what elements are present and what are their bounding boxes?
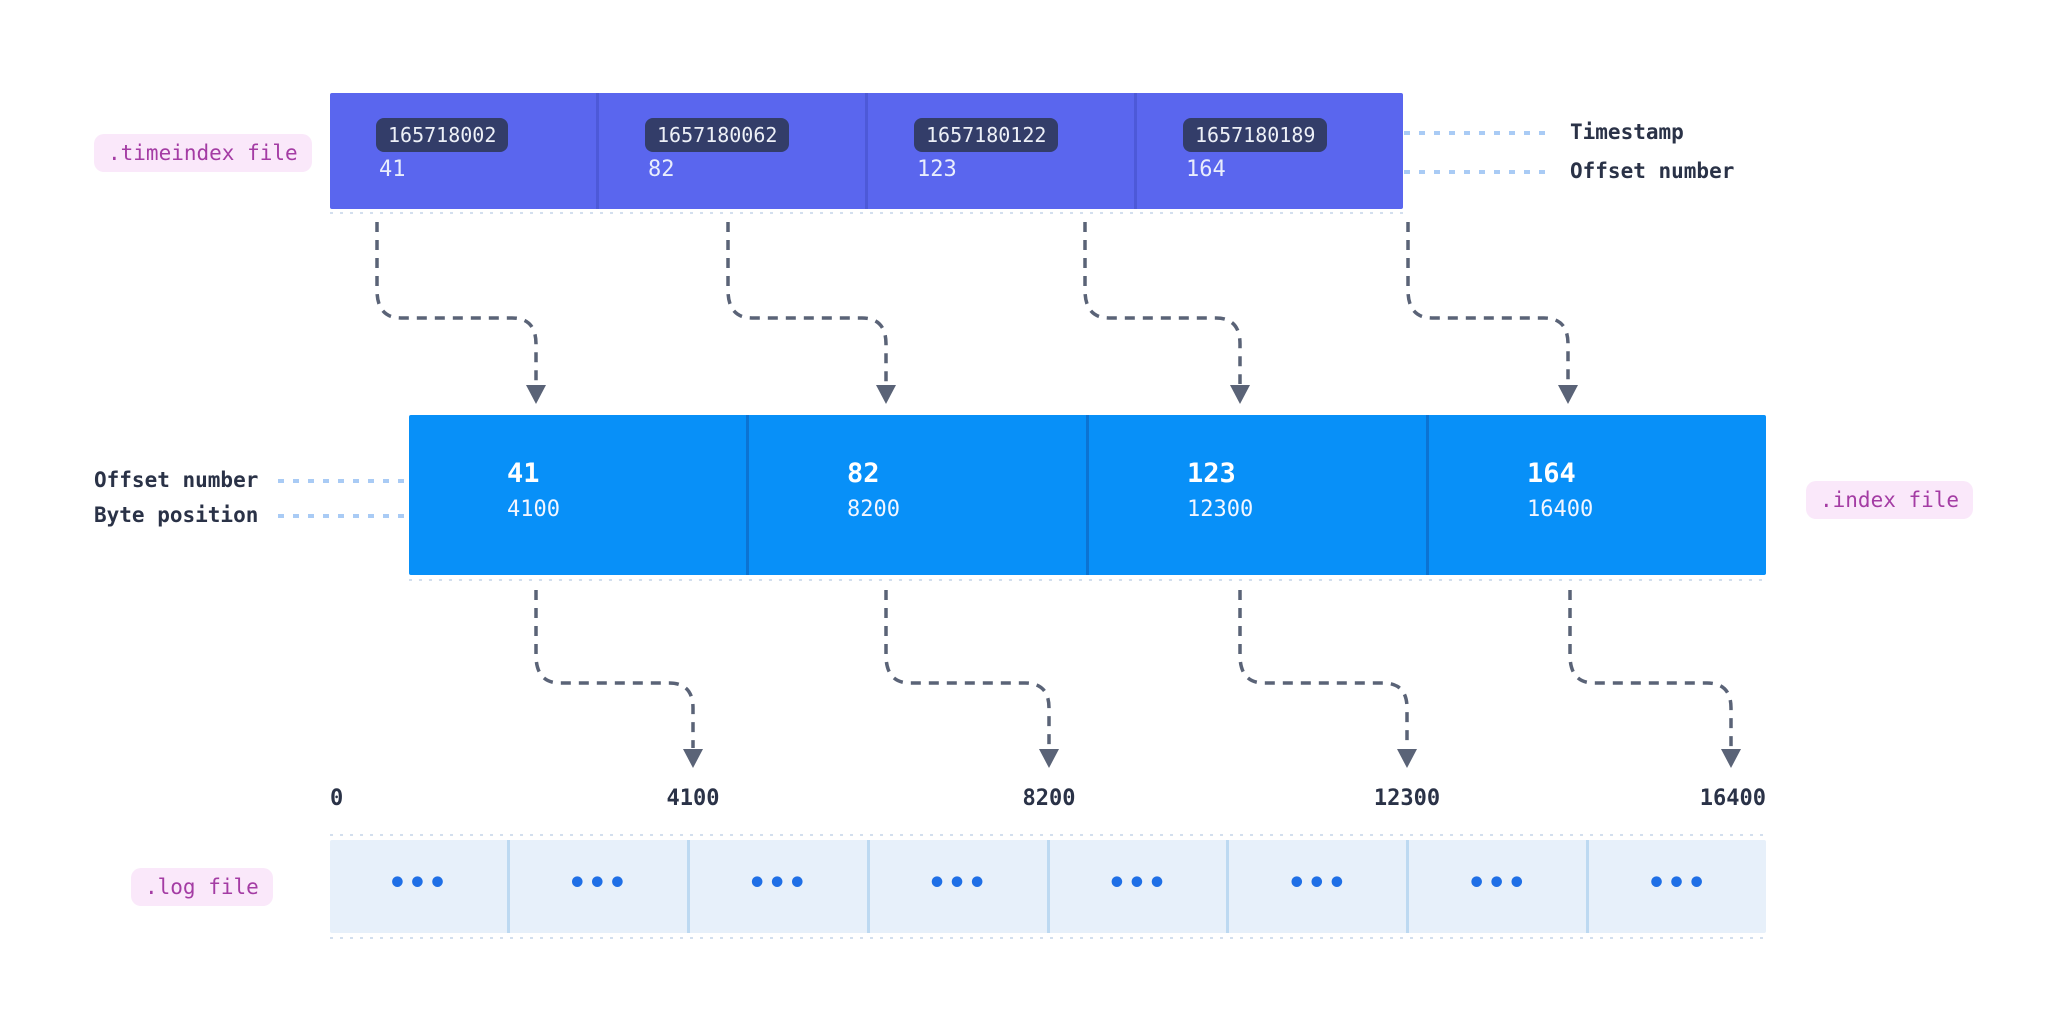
flow-connector-index-4 <box>1568 590 1741 768</box>
log-segment: ••• <box>510 840 690 933</box>
index-segment: 82 8200 <box>749 415 1089 575</box>
byte-position-value: 8200 <box>847 497 900 522</box>
flow-connector-index-2 <box>884 590 1059 768</box>
flow-connector-timeindex-3 <box>1083 222 1250 404</box>
ellipsis-dots-icon: ••• <box>388 865 449 901</box>
log-segment: ••• <box>1409 840 1590 933</box>
index-segment: 164 16400 <box>1429 415 1766 575</box>
flow-connector-index-3 <box>1238 590 1417 768</box>
offset-number-value: 123 <box>1187 458 1236 489</box>
offset-number-value: 41 <box>507 458 540 489</box>
byte-position-annotation: Byte position <box>94 503 259 527</box>
timeindex-segment: 1657180122 123 <box>868 93 1137 209</box>
byte-marker: 0 <box>330 786 344 811</box>
index-file-label: .index file <box>1806 481 1974 519</box>
ellipsis-dots-icon: ••• <box>927 865 989 901</box>
offset-number-value: 41 <box>379 157 406 182</box>
ellipsis-dots-icon: ••• <box>1467 865 1528 901</box>
log-segment: ••• <box>330 840 510 933</box>
timeindex-file-label: .timeindex file <box>94 134 312 172</box>
log-file-label: .log file <box>131 868 273 906</box>
timeindex-segment: 165718002 41 <box>330 93 599 209</box>
index-file-bar: 41 4100 82 8200 123 12300 164 16400 <box>409 415 1766 575</box>
byte-marker: 12300 <box>1373 786 1441 811</box>
ellipsis-dots-icon: ••• <box>568 865 629 901</box>
timestamp-badge: 165718002 <box>376 118 509 152</box>
offset-number-value: 123 <box>917 157 957 182</box>
arrow-down-icon <box>1721 749 1741 768</box>
arrow-down-icon <box>1397 749 1417 768</box>
offset-number-value: 164 <box>1527 458 1576 489</box>
ellipsis-dots-icon: ••• <box>748 865 809 901</box>
timeindex-segment: 1657180062 82 <box>599 93 868 209</box>
index-segment: 123 12300 <box>1089 415 1429 575</box>
arrow-down-icon <box>1039 749 1059 768</box>
arrow-down-icon <box>876 385 896 404</box>
timeindex-segment: 1657180189 164 <box>1137 93 1403 209</box>
timestamp-badge: 1657180062 <box>645 118 790 152</box>
index-segment: 41 4100 <box>409 415 749 575</box>
log-file-bar: ••• ••• ••• ••• ••• ••• ••• ••• <box>330 840 1766 933</box>
arrow-down-icon <box>1558 385 1578 404</box>
arrow-down-icon <box>1230 385 1250 404</box>
log-segment: ••• <box>1229 840 1410 933</box>
offset-number-value: 82 <box>648 157 675 182</box>
log-segment: ••• <box>690 840 870 933</box>
offset-number-value: 164 <box>1186 157 1226 182</box>
timestamp-badge: 1657180122 <box>914 118 1059 152</box>
log-segment: ••• <box>1589 840 1766 933</box>
byte-position-value: 4100 <box>507 497 560 522</box>
log-segment: ••• <box>1050 840 1230 933</box>
byte-marker: 8200 <box>1022 786 1076 811</box>
arrow-down-icon <box>526 385 546 404</box>
ellipsis-dots-icon: ••• <box>1647 865 1708 901</box>
offset-number-annotation-left: Offset number <box>94 468 259 492</box>
timeindex-file-bar: 165718002 41 1657180062 82 1657180122 12… <box>330 93 1403 209</box>
log-segment: ••• <box>870 840 1050 933</box>
byte-marker: 16400 <box>1699 786 1766 811</box>
byte-position-value: 12300 <box>1187 497 1254 522</box>
timestamp-badge: 1657180189 <box>1183 118 1328 152</box>
timestamp-annotation: Timestamp <box>1570 120 1684 144</box>
ellipsis-dots-icon: ••• <box>1287 865 1348 901</box>
flow-connector-timeindex-4 <box>1406 222 1578 404</box>
byte-marker: 4100 <box>666 786 720 811</box>
offset-number-value: 82 <box>847 458 880 489</box>
arrow-down-icon <box>683 749 703 768</box>
flow-connector-timeindex-2 <box>726 222 896 404</box>
flow-connector-timeindex-1 <box>375 222 546 404</box>
ellipsis-dots-icon: ••• <box>1107 865 1169 901</box>
byte-position-value: 16400 <box>1527 497 1594 522</box>
offset-number-annotation: Offset number <box>1570 159 1735 183</box>
flow-connector-index-1 <box>534 590 703 768</box>
